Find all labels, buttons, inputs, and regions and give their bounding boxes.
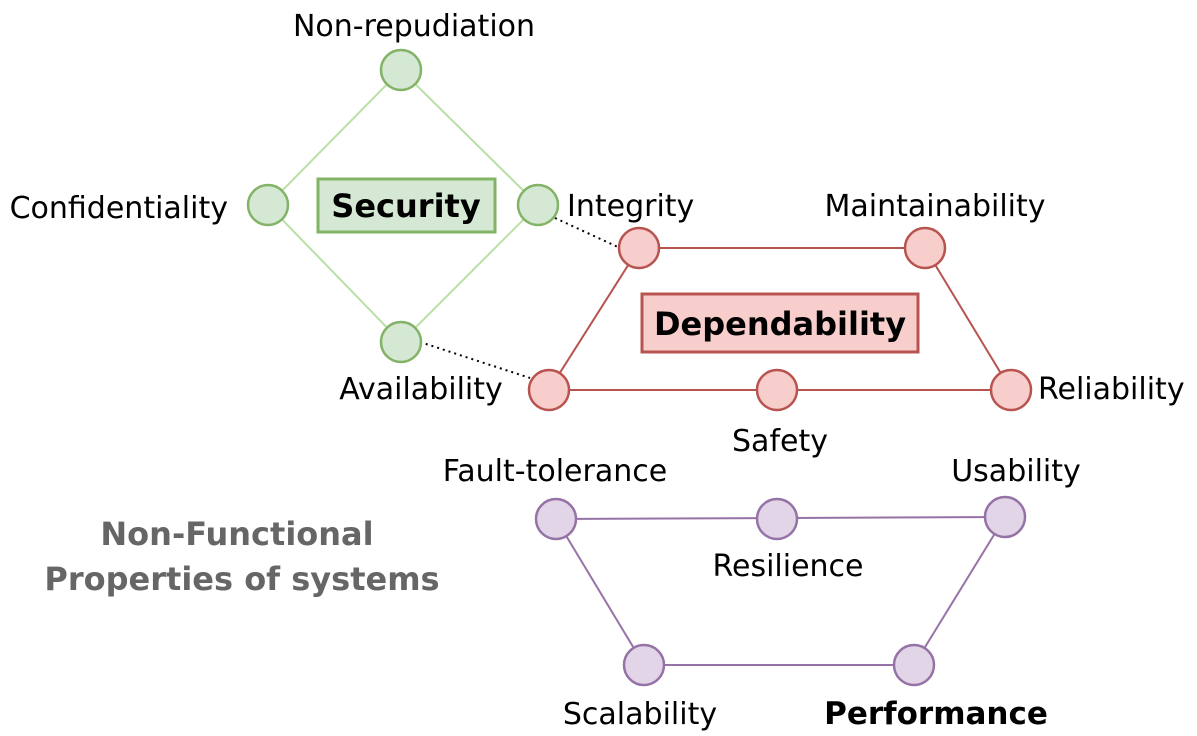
performance-title: Performance — [824, 696, 1048, 732]
edge — [548, 247, 640, 391]
edge — [913, 516, 1006, 666]
node-dependability-top-left — [617, 226, 661, 270]
security-edges — [267, 69, 539, 343]
label-safety: Safety — [732, 424, 828, 459]
edge — [400, 69, 539, 206]
label-scalability: Scalability — [563, 697, 717, 732]
availability-dependability-link — [419, 341, 531, 379]
edge — [924, 247, 1012, 391]
diagram-title-line1: Non-Functional — [100, 515, 373, 553]
edge — [267, 69, 402, 206]
label-confidentiality: Confidentiality — [10, 191, 228, 226]
security-title: Security — [331, 187, 481, 225]
label-reliability: Reliability — [1038, 372, 1185, 407]
label-fault-tolerance: Fault-tolerance — [443, 454, 667, 489]
node-resilience — [755, 497, 799, 541]
node-dependability-bottom-left — [527, 368, 571, 412]
label-maintainability: Maintainability — [824, 189, 1045, 224]
label-resilience: Resilience — [712, 549, 863, 584]
node-safety — [755, 368, 799, 412]
node-usability — [983, 495, 1027, 539]
edge — [400, 204, 539, 343]
label-usability: Usability — [951, 454, 1081, 489]
dotted-links — [419, 217, 621, 379]
node-non-repudiation — [379, 48, 423, 92]
node-reliability — [989, 368, 1033, 412]
node-performance — [892, 643, 936, 687]
label-integrity: Integrity — [567, 189, 694, 224]
diagram-title-line2: Properties of systems — [44, 560, 439, 598]
label-non-repudiation: Non-repudiation — [293, 9, 535, 44]
dependability-box — [640, 292, 920, 354]
node-fault-tolerance — [534, 497, 578, 541]
node-integrity — [516, 183, 560, 227]
dependability-title: Dependability — [654, 305, 906, 343]
edge — [555, 518, 645, 666]
security-box — [316, 177, 497, 234]
node-confidentiality — [246, 183, 290, 227]
node-scalability — [622, 643, 666, 687]
node-availability — [379, 320, 423, 364]
label-availability: Availability — [339, 372, 503, 407]
edge — [267, 204, 402, 343]
node-maintainability — [903, 226, 947, 270]
